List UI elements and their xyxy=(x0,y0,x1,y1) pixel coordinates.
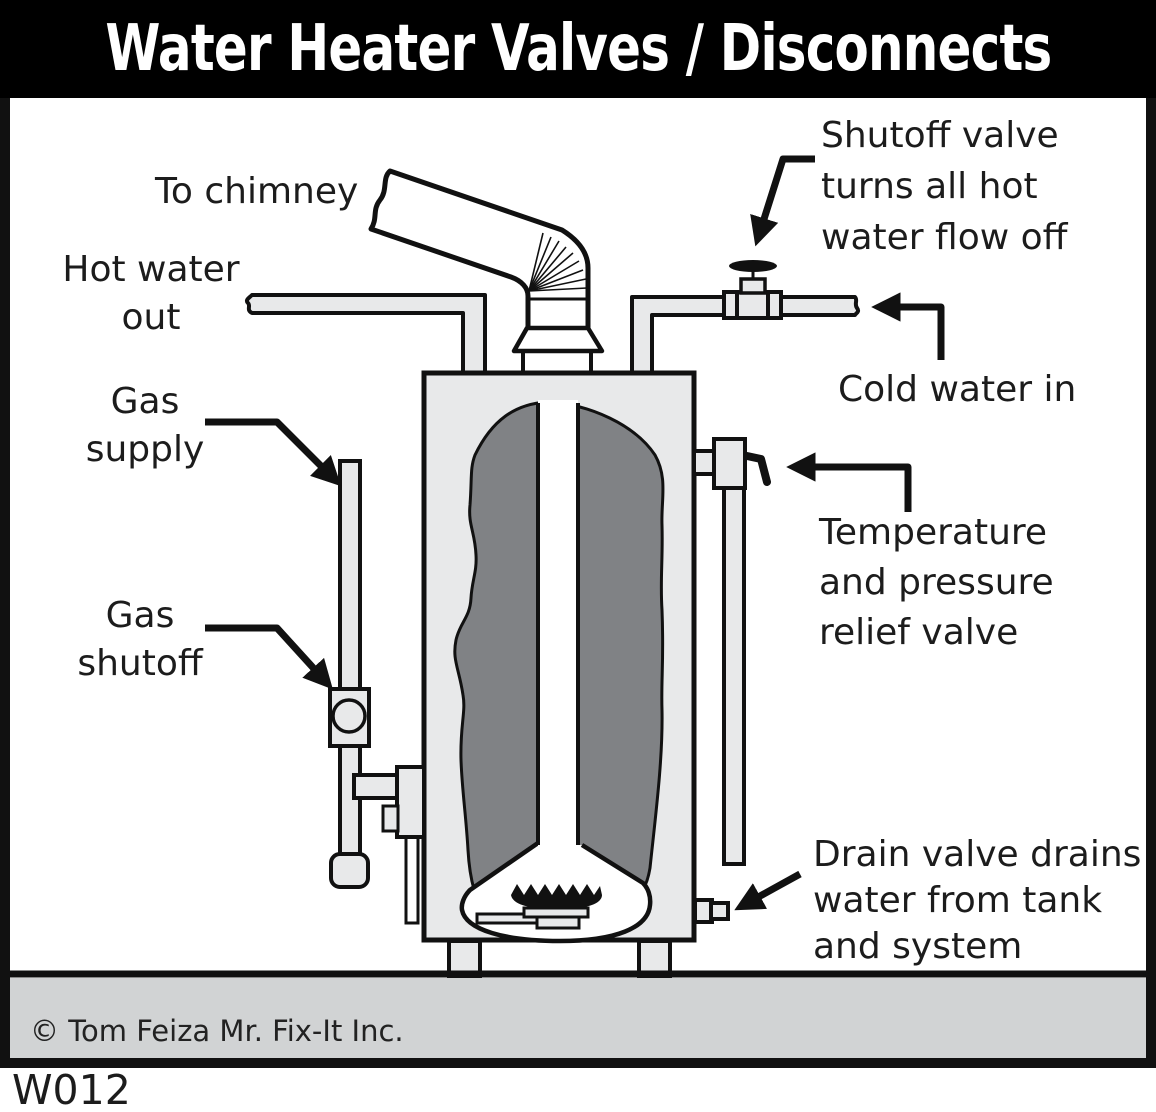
label-to-chimney: To chimney xyxy=(155,171,359,212)
floor-band xyxy=(10,978,1146,1058)
label-drain-valve: Drain valve drains water from tank and s… xyxy=(813,832,1141,970)
label-gas-shutoff: Gas shutoff xyxy=(50,592,230,688)
label-line: Shutoff valve xyxy=(821,115,1059,156)
label-cold-water-in: Cold water in xyxy=(838,369,1077,410)
shutoff-valve-bonnet xyxy=(739,277,767,295)
thermocouple-tube xyxy=(404,835,420,925)
label-line: turns all hot xyxy=(821,166,1038,207)
relief-valve-lever xyxy=(743,452,771,486)
figure-code: W012 xyxy=(12,1066,131,1112)
draft-hood xyxy=(511,325,605,354)
label-line: Gas xyxy=(105,595,175,636)
label-line: Hot water xyxy=(62,249,240,290)
gas-branch-pipe xyxy=(352,773,400,800)
label-line: Temperature xyxy=(819,512,1048,553)
page-title: Water Heater Valves / Disconnects xyxy=(104,12,1052,86)
combustion-chamber-outline xyxy=(459,841,653,944)
burner-base-lower xyxy=(535,915,581,930)
relief-valve-body xyxy=(712,437,747,490)
shutoff-valve-body xyxy=(722,290,783,320)
label-line: water flow off xyxy=(821,217,1068,258)
label-line: water from tank xyxy=(813,880,1103,921)
label-line: shutoff xyxy=(77,643,203,684)
label-relief-valve: Temperature and pressure relief valve xyxy=(819,508,1054,658)
label-line: supply xyxy=(85,429,205,470)
copyright-text: © Tom Feiza Mr. Fix-It Inc. xyxy=(30,1014,404,1048)
tank-flue-tube xyxy=(538,400,578,846)
gas-drip-leg-cap xyxy=(329,852,370,889)
label-line: Gas xyxy=(110,381,180,422)
hot-water-pipe xyxy=(244,293,487,375)
label-line: and pressure xyxy=(819,562,1054,603)
shutoff-valve-handle xyxy=(729,260,777,272)
burner-flame xyxy=(511,884,602,908)
label-line: and system xyxy=(813,926,1023,967)
leader-relief-valve xyxy=(786,452,912,512)
gas-control-knob xyxy=(381,804,400,833)
leader-shutoff-valve xyxy=(750,155,815,247)
leader-gas-supply xyxy=(205,418,342,487)
gas-shutoff-valve-knob xyxy=(331,698,367,734)
label-line: relief valve xyxy=(819,612,1019,653)
label-hot-water-out: Hot water out xyxy=(36,246,266,342)
drain-valve-spout xyxy=(709,901,730,921)
flue-elbow-fan-lines xyxy=(528,232,588,292)
leader-drain-valve xyxy=(734,870,802,911)
gas-control-box xyxy=(395,765,426,839)
leader-cold-water-in xyxy=(871,292,945,360)
label-gas-supply: Gas supply xyxy=(55,378,235,474)
leader-gas-shutoff xyxy=(205,624,333,690)
relief-discharge-pipe xyxy=(722,485,746,866)
label-line: out xyxy=(121,297,181,338)
title-banner: Water Heater Valves / Disconnects xyxy=(0,0,1156,98)
label-shutoff-valve: Shutoff valve turns all hot water flow o… xyxy=(821,110,1067,263)
label-line: Drain valve drains xyxy=(813,834,1142,875)
